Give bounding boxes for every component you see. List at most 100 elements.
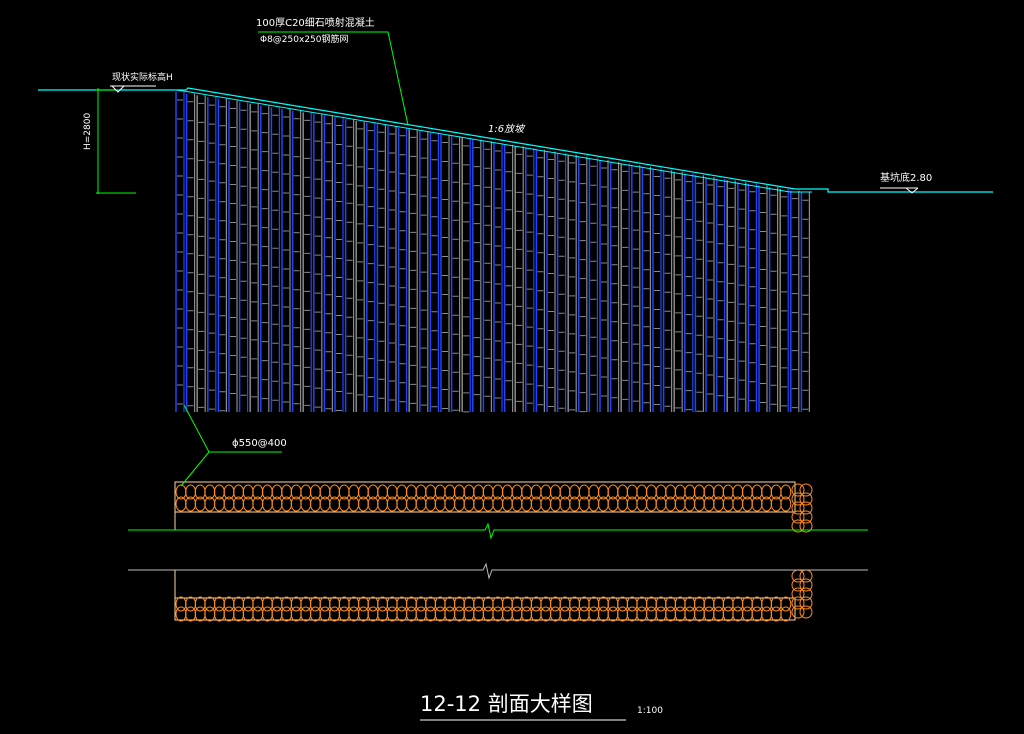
pile-circle	[636, 606, 648, 622]
pile-reinforcement	[696, 182, 703, 412]
pile-circle	[655, 606, 667, 622]
pile-reinforcement	[346, 126, 353, 394]
pile-circle	[732, 606, 744, 622]
pile-circle	[492, 606, 504, 622]
pile-reinforcement	[707, 184, 713, 395]
pile-circle	[425, 606, 437, 622]
pile-circle	[281, 606, 293, 622]
pile-circle	[569, 606, 581, 622]
pile	[270, 107, 280, 412]
pile-circle	[791, 492, 805, 506]
pile-circle	[396, 606, 408, 622]
pile-circle	[791, 519, 805, 533]
pile	[790, 190, 800, 412]
pile-circle	[703, 606, 715, 622]
pile	[800, 192, 811, 412]
pile	[493, 143, 503, 412]
pile-reinforcement	[526, 155, 533, 404]
pile-circle	[444, 606, 456, 622]
pile-circle	[511, 606, 523, 622]
pile-circle	[791, 596, 805, 610]
pile-circle	[242, 606, 254, 622]
pile-wall-elevation	[175, 92, 811, 413]
pile-circle	[665, 606, 677, 622]
pile-circle	[482, 606, 494, 622]
pile-reinforcement	[749, 191, 756, 402]
pile-circle	[770, 606, 782, 622]
pile-circle	[405, 606, 417, 622]
pile-reinforcement	[283, 116, 289, 403]
pile-circle	[693, 606, 705, 622]
pile	[747, 183, 758, 412]
pile-circle	[463, 606, 475, 622]
pile-circle	[329, 606, 341, 622]
pile-reinforcement	[495, 150, 501, 399]
pile-circle	[791, 501, 805, 515]
pile	[546, 151, 556, 412]
pile	[376, 124, 386, 412]
pile-circle	[780, 606, 792, 622]
pile	[344, 119, 355, 412]
pile-reinforcement	[717, 186, 724, 397]
pile-circle	[791, 587, 805, 601]
pile	[228, 100, 238, 412]
pile-circle	[261, 606, 273, 622]
pile-circle	[175, 606, 187, 622]
pile	[323, 115, 333, 412]
pile-reinforcement	[590, 165, 597, 395]
pit-bottom-label: 基坑底2.80	[880, 173, 933, 184]
existing-grade-label: 现状实际标高H	[112, 73, 173, 83]
pile-circle	[791, 510, 805, 524]
pile-reinforcement	[579, 164, 586, 413]
pile-reinforcement	[272, 114, 279, 401]
pile-circle	[578, 606, 590, 622]
drawing-scale: 1:100	[637, 706, 663, 716]
pile-circle	[367, 606, 379, 622]
pile	[291, 110, 302, 412]
pile	[397, 127, 408, 412]
pile-reinforcement	[601, 167, 607, 397]
pile-circle	[309, 606, 321, 622]
existing-ground-line	[38, 87, 993, 193]
pile-circle	[559, 606, 571, 622]
pile	[779, 188, 789, 412]
pile-circle	[741, 606, 753, 622]
break-line-upper	[128, 522, 868, 540]
pile	[737, 182, 747, 412]
pile-reinforcement	[632, 172, 639, 402]
pile-reinforcement	[569, 162, 576, 411]
pile	[567, 154, 577, 412]
pile-reinforcement	[643, 174, 650, 404]
slope-surface-line	[160, 89, 812, 193]
height-label: H=2800	[83, 112, 93, 150]
pile-circle	[348, 606, 360, 622]
pile	[366, 122, 376, 412]
pile-plan-view	[174, 481, 813, 622]
pile-reinforcement	[463, 145, 470, 413]
pile-circle	[223, 606, 235, 622]
pile-circle	[338, 606, 350, 622]
pile-circle	[799, 501, 813, 515]
pile	[440, 134, 450, 412]
pile	[217, 98, 227, 412]
mesh-label: Φ8@250x250钢筋网	[260, 35, 349, 45]
pile-reinforcement	[240, 109, 247, 396]
pile	[652, 168, 662, 412]
pile	[429, 132, 439, 412]
pile	[482, 141, 492, 412]
pile-circle	[233, 606, 245, 622]
pile-reinforcement	[293, 118, 300, 405]
pile-reinforcement	[219, 106, 226, 412]
pile	[185, 93, 196, 412]
pile	[514, 146, 524, 412]
pile	[260, 105, 270, 412]
pile	[461, 137, 471, 413]
pile-reinforcement	[728, 187, 735, 398]
plan-outline-top	[174, 481, 796, 513]
pile	[768, 187, 779, 412]
pile-circle	[684, 606, 696, 622]
pile	[556, 153, 567, 412]
shotcrete-leader	[258, 31, 409, 126]
pile-reinforcement	[431, 140, 438, 408]
